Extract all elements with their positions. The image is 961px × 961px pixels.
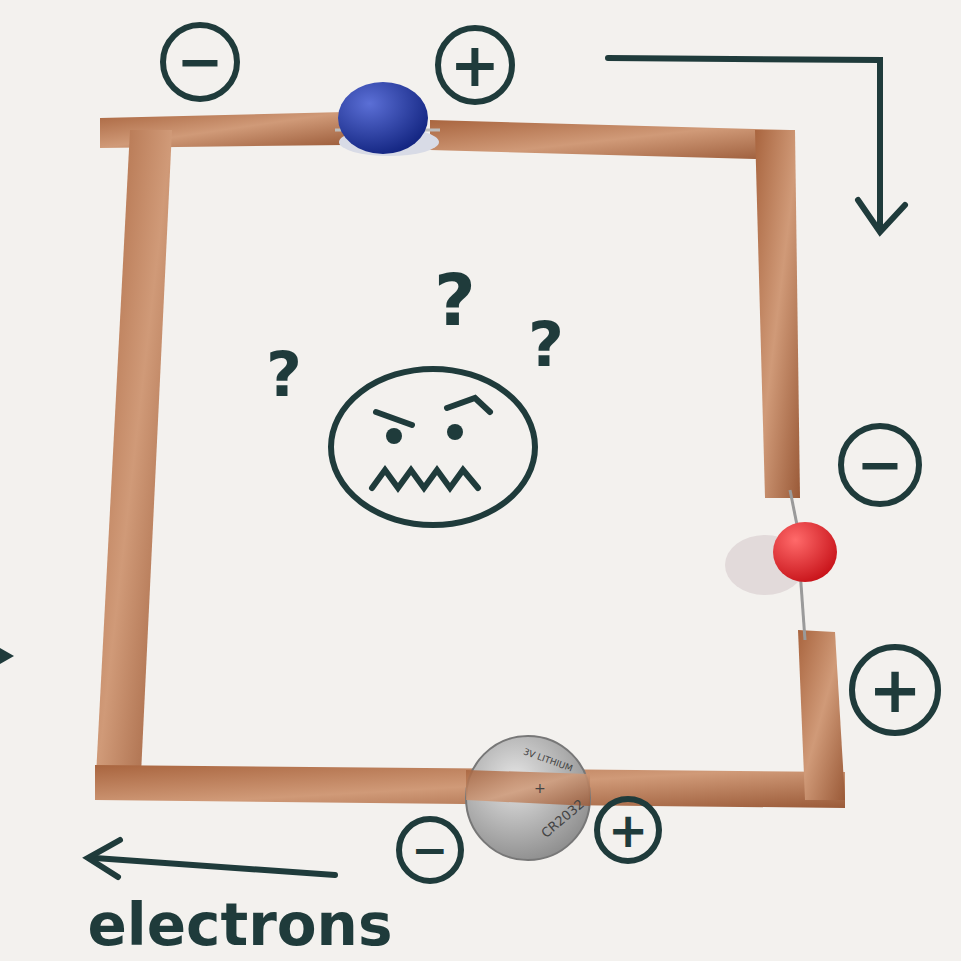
polarity-sign: − xyxy=(412,828,449,872)
arrow-head xyxy=(0,648,14,664)
question-mark: ? xyxy=(434,264,476,336)
battery-marking: + xyxy=(534,781,546,795)
polarity-circle: + xyxy=(594,796,662,864)
current-arrow xyxy=(88,58,905,877)
confused-face xyxy=(331,369,535,525)
polarity-sign: + xyxy=(868,658,922,722)
coin-cell-battery xyxy=(466,736,590,860)
polarity-circle: − xyxy=(396,816,464,884)
question-mark: ? xyxy=(528,314,564,376)
polarity-sign: + xyxy=(450,35,500,95)
blue-led xyxy=(338,82,428,154)
face-eye xyxy=(386,428,402,444)
copper-tape xyxy=(95,112,845,808)
polarity-sign: − xyxy=(857,437,904,493)
polarity-sign: + xyxy=(608,806,648,854)
polarity-circle: + xyxy=(849,644,941,736)
polarity-circle: − xyxy=(838,423,922,507)
copper-tape xyxy=(466,770,590,806)
handwritten-label: electrons xyxy=(88,896,393,954)
face-eye xyxy=(447,424,463,440)
polarity-sign: − xyxy=(177,34,224,90)
question-mark: ? xyxy=(266,344,302,406)
polarity-circle: + xyxy=(435,25,515,105)
polarity-circle: − xyxy=(160,22,240,102)
red-led xyxy=(773,522,837,582)
